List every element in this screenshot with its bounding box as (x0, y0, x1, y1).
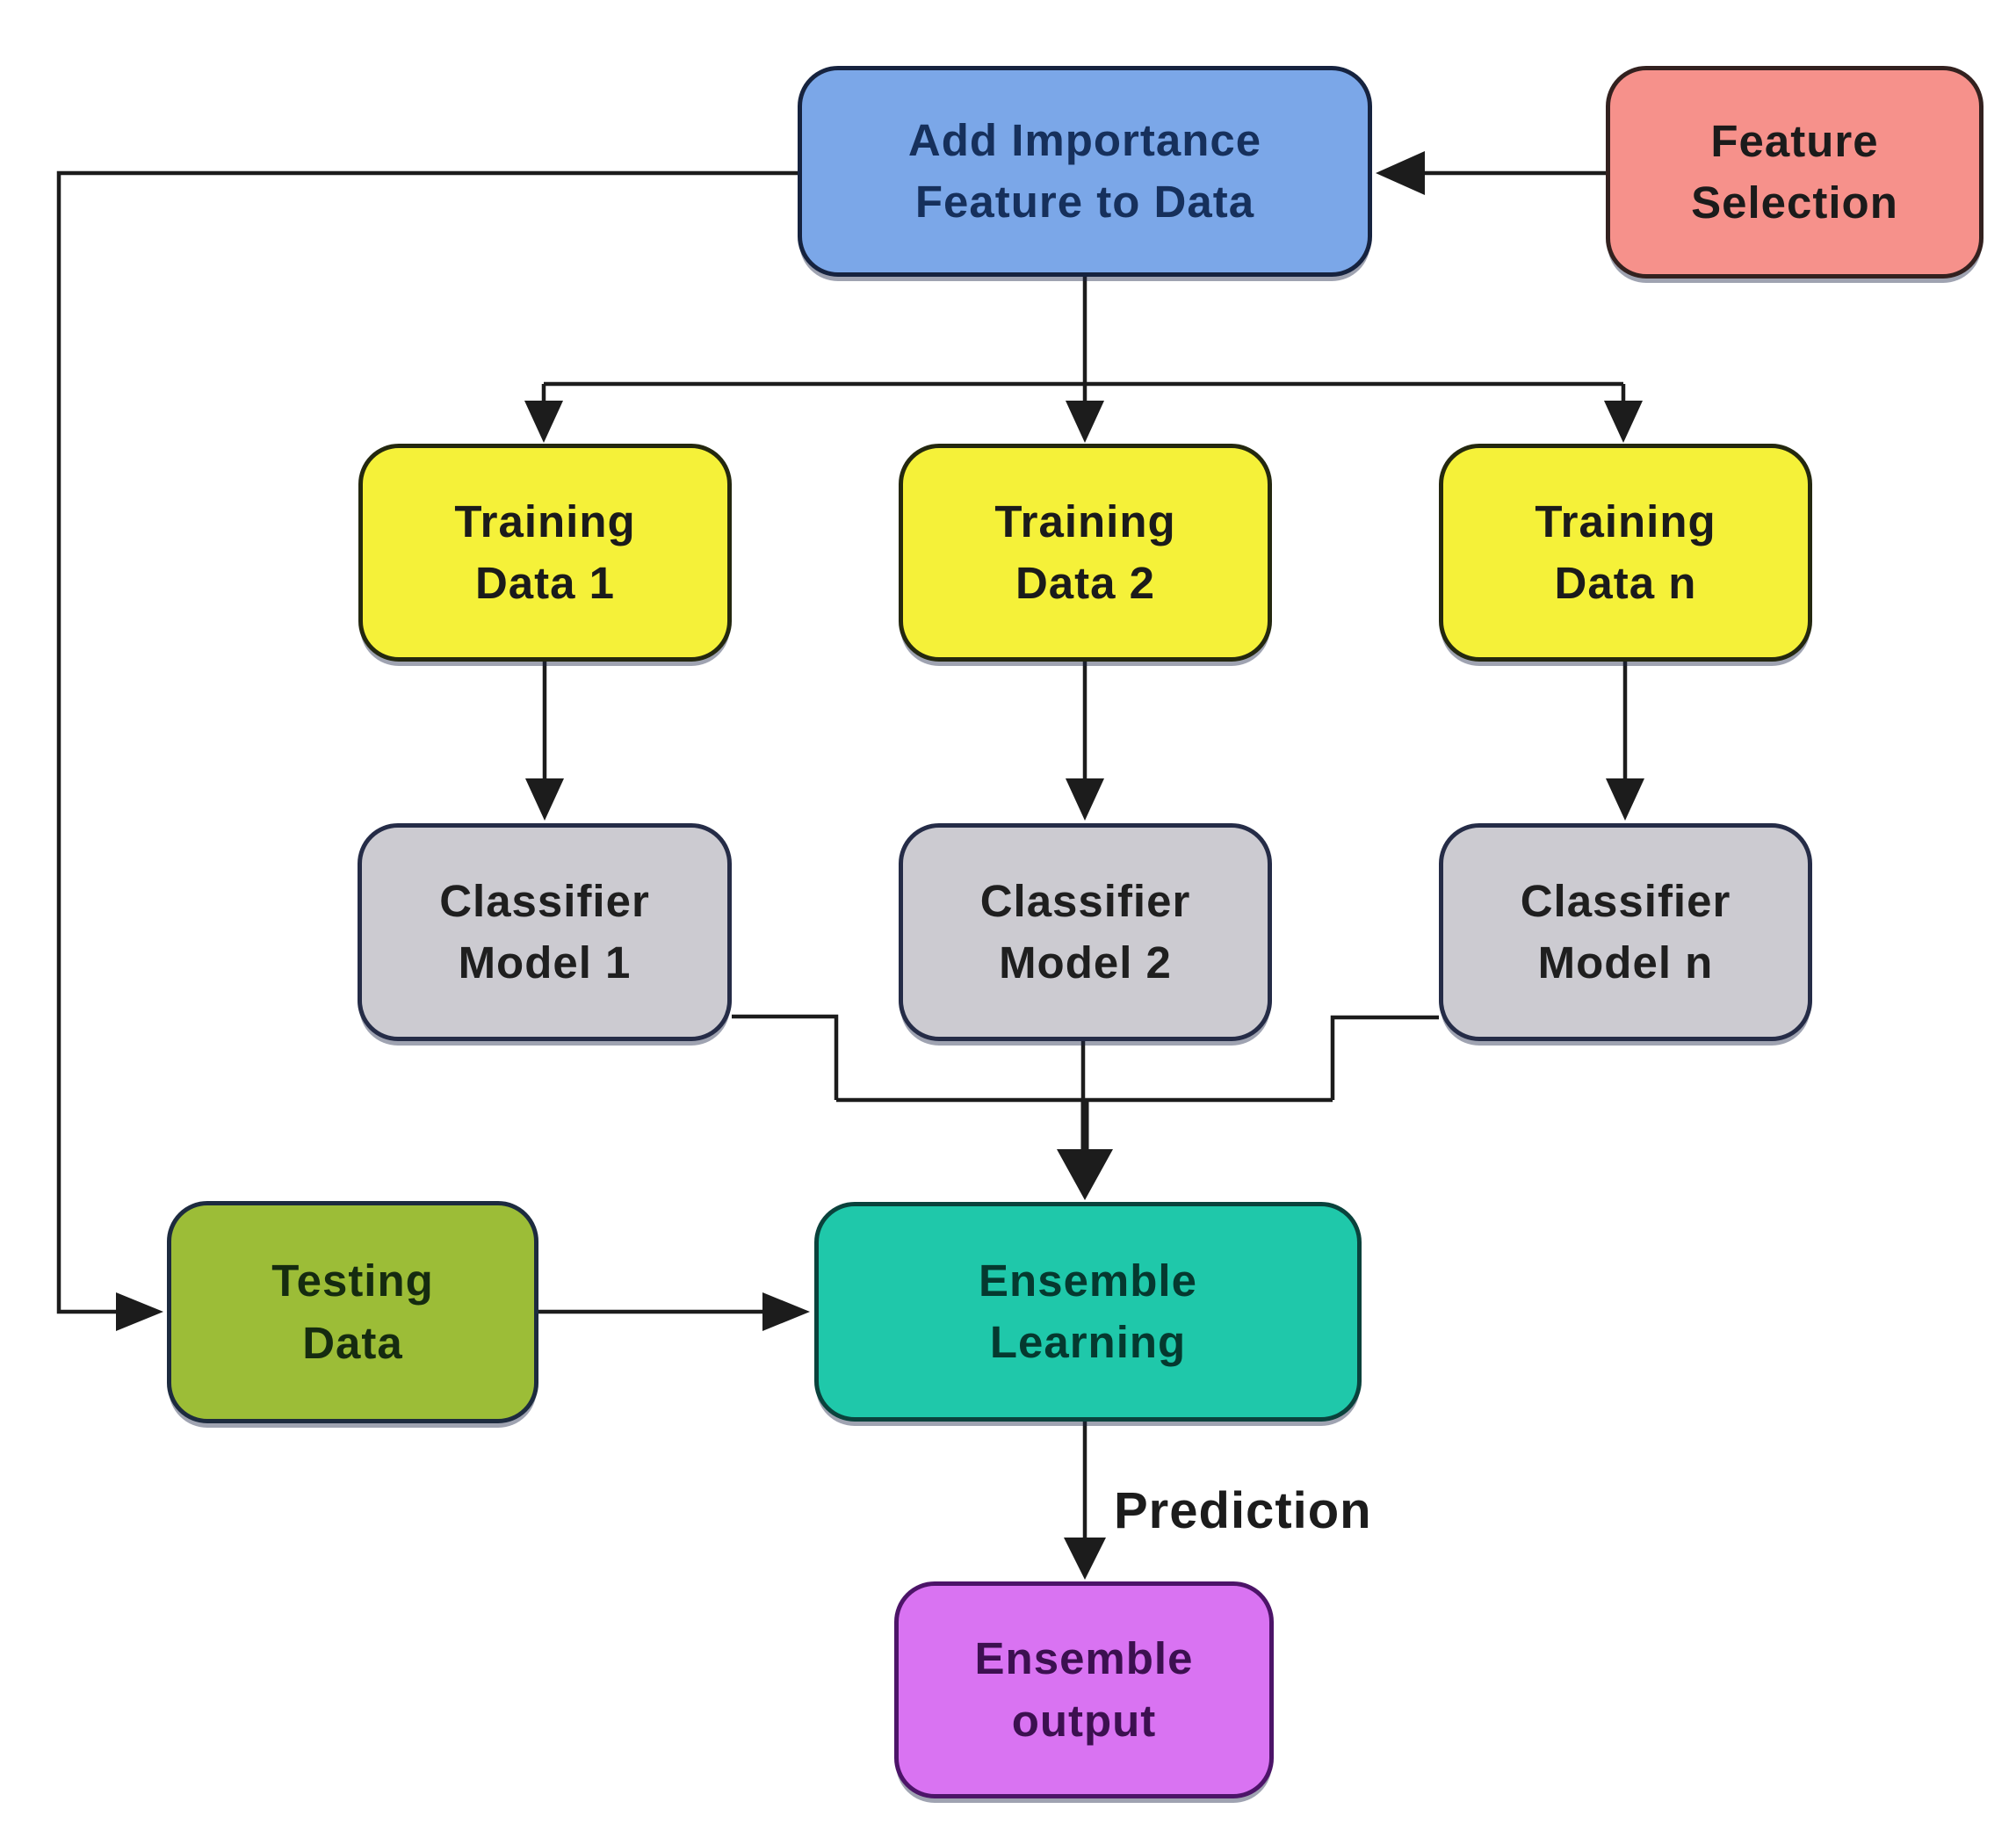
edge-training-to-classifier (525, 662, 1644, 821)
node-label: Feature Selection (1691, 115, 1898, 228)
edge-classifiers-to-ensemble-learning (732, 1014, 1439, 1200)
node-ensemble-learning: Ensemble Learning (814, 1202, 1362, 1422)
node-label: Testing Data (271, 1255, 434, 1368)
edge-ensemble-learning-to-output (1064, 1422, 1106, 1580)
node-training-data-2: Training Data 2 (899, 444, 1272, 662)
node-label: Training Data 2 (994, 496, 1176, 608)
edge-add-importance-to-training-data (524, 277, 1643, 443)
node-label: Training Data 1 (454, 496, 636, 608)
edge-testing-data-to-ensemble-learning (538, 1292, 810, 1331)
prediction-edge-label: Prediction (1114, 1482, 1372, 1539)
node-classifier-model-n: Classifier Model n (1439, 823, 1812, 1041)
edge-feature-selection-to-add-importance (1376, 151, 1606, 195)
node-add-importance-feature: Add Importance Feature to Data (798, 66, 1372, 277)
node-label: Classifier Model n (1520, 875, 1731, 988)
node-label: Ensemble output (974, 1633, 1194, 1746)
node-label: Ensemble Learning (979, 1255, 1197, 1367)
node-label: Classifier Model 1 (439, 875, 650, 988)
node-training-data-1: Training Data 1 (358, 444, 732, 662)
node-feature-selection: Feature Selection (1606, 66, 1983, 279)
node-training-data-n: Training Data n (1439, 444, 1812, 662)
node-classifier-model-1: Classifier Model 1 (358, 823, 732, 1041)
node-ensemble-output: Ensemble output (894, 1581, 1274, 1798)
node-label: Classifier Model 2 (979, 875, 1191, 988)
edge-add-importance-to-testing-data (56, 170, 798, 1331)
node-label: Training Data n (1535, 496, 1716, 608)
node-testing-data: Testing Data (167, 1201, 538, 1423)
node-classifier-model-2: Classifier Model 2 (899, 823, 1272, 1041)
node-label: Add Importance Feature to Data (907, 114, 1262, 227)
